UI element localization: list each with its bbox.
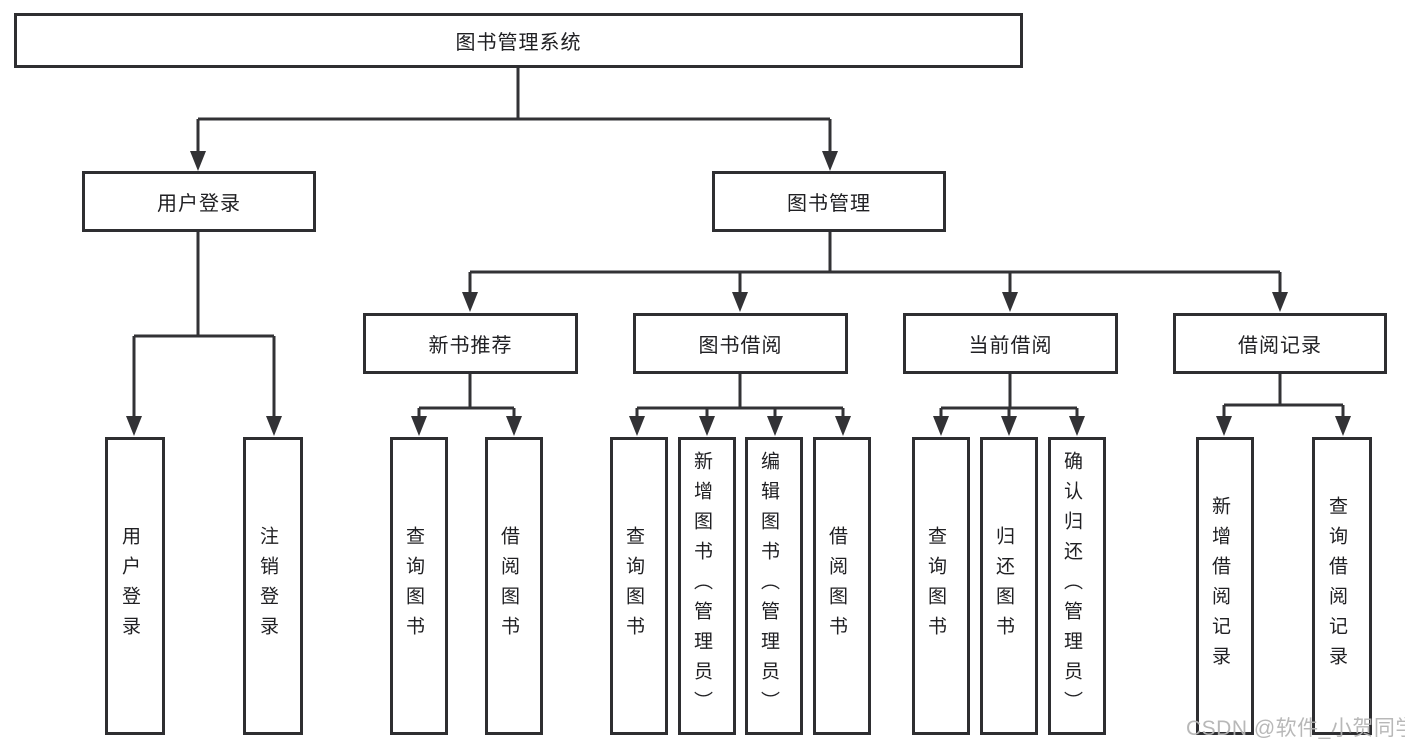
connector-paths xyxy=(132,68,1345,432)
leaf-borrow-add-book-admin-label: 新增图书（管理员） xyxy=(691,451,712,721)
leaf-newrec-query-book: 查询图书 xyxy=(390,437,448,735)
leaf-record-query-record-label: 查询借阅记录 xyxy=(1326,496,1347,676)
node-book-management-label: 图书管理 xyxy=(787,193,871,215)
node-borrow-record-label: 借阅记录 xyxy=(1238,335,1322,357)
node-root: 图书管理系统 xyxy=(14,13,1023,68)
leaf-borrow-borrow-book-label: 借阅图书 xyxy=(826,526,847,646)
leaf-borrow-edit-book-admin: 编辑图书（管理员） xyxy=(745,437,803,735)
leaf-borrow-edit-book-admin-label: 编辑图书（管理员） xyxy=(758,451,779,721)
node-book-borrow: 图书借阅 xyxy=(633,313,848,374)
node-root-label: 图书管理系统 xyxy=(455,32,582,54)
leaf-current-return-book-label: 归还图书 xyxy=(993,526,1014,646)
node-user-login: 用户登录 xyxy=(82,171,316,232)
node-new-book-recommend: 新书推荐 xyxy=(363,313,578,374)
leaf-current-query-book: 查询图书 xyxy=(912,437,970,735)
leaf-borrow-query-book: 查询图书 xyxy=(610,437,668,735)
leaf-newrec-query-book-label: 查询图书 xyxy=(403,526,424,646)
leaf-borrow-query-book-label: 查询图书 xyxy=(623,526,644,646)
leaf-user-login-label: 用户登录 xyxy=(119,526,140,646)
leaf-current-confirm-return-admin-label: 确认归还（管理员） xyxy=(1061,451,1082,721)
node-borrow-record: 借阅记录 xyxy=(1173,313,1387,374)
leaf-logout: 注销登录 xyxy=(243,437,303,735)
node-new-book-recommend-label: 新书推荐 xyxy=(428,335,513,357)
node-user-login-label: 用户登录 xyxy=(157,193,241,215)
leaf-borrow-add-book-admin: 新增图书（管理员） xyxy=(678,437,736,735)
leaf-record-query-record: 查询借阅记录 xyxy=(1312,437,1372,735)
leaf-user-login: 用户登录 xyxy=(105,437,165,735)
arrowheads xyxy=(126,151,1351,436)
leaf-borrow-borrow-book: 借阅图书 xyxy=(813,437,871,735)
leaf-newrec-borrow-book: 借阅图书 xyxy=(485,437,543,735)
node-book-borrow-label: 图书借阅 xyxy=(698,335,783,357)
csdn-watermark: CSDN @软件_小贺同学 xyxy=(1186,717,1405,740)
leaf-record-add-record: 新增借阅记录 xyxy=(1196,437,1254,735)
node-book-management: 图书管理 xyxy=(712,171,946,232)
node-current-borrow: 当前借阅 xyxy=(903,313,1118,374)
leaf-current-confirm-return-admin: 确认归还（管理员） xyxy=(1048,437,1106,735)
leaf-record-add-record-label: 新增借阅记录 xyxy=(1209,496,1230,676)
leaf-newrec-borrow-book-label: 借阅图书 xyxy=(498,526,519,646)
leaf-current-return-book: 归还图书 xyxy=(980,437,1038,735)
node-current-borrow-label: 当前借阅 xyxy=(968,335,1053,357)
leaf-logout-label: 注销登录 xyxy=(257,526,278,646)
leaf-current-query-book-label: 查询图书 xyxy=(925,526,946,646)
